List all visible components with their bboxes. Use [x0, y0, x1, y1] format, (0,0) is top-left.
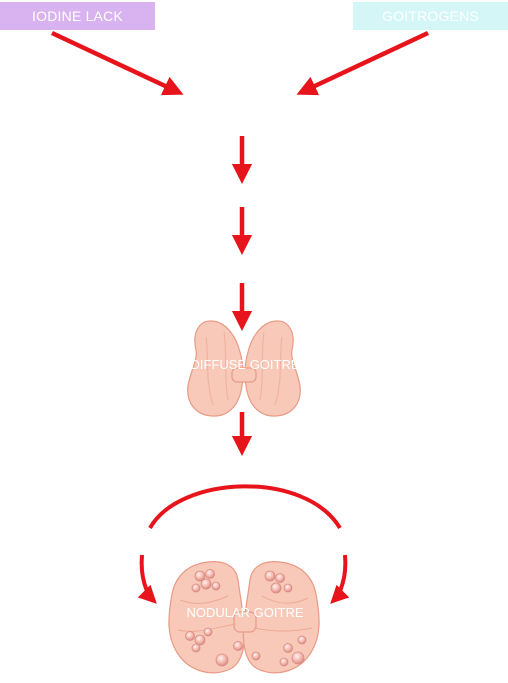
diffuse-goitre-label: DIFFUSE GOITRE — [190, 357, 300, 372]
iodine-lack-badge: IODINE LACK — [0, 2, 155, 30]
arrow-iodine-to-center — [51, 30, 184, 96]
cycle-arrow-right — [330, 554, 350, 604]
nodular-goitre-label: NODULAR GOITRE — [186, 605, 304, 620]
diffuse-goitre-gland-icon — [187, 320, 301, 417]
goitrogens-badge: GOITROGENS — [353, 2, 508, 30]
arrow-goitrogens-to-center — [296, 30, 429, 96]
nodular-goitre-gland-icon — [168, 561, 320, 674]
cycle-arrow-left — [137, 554, 157, 604]
cycle-arc-top — [148, 484, 342, 530]
